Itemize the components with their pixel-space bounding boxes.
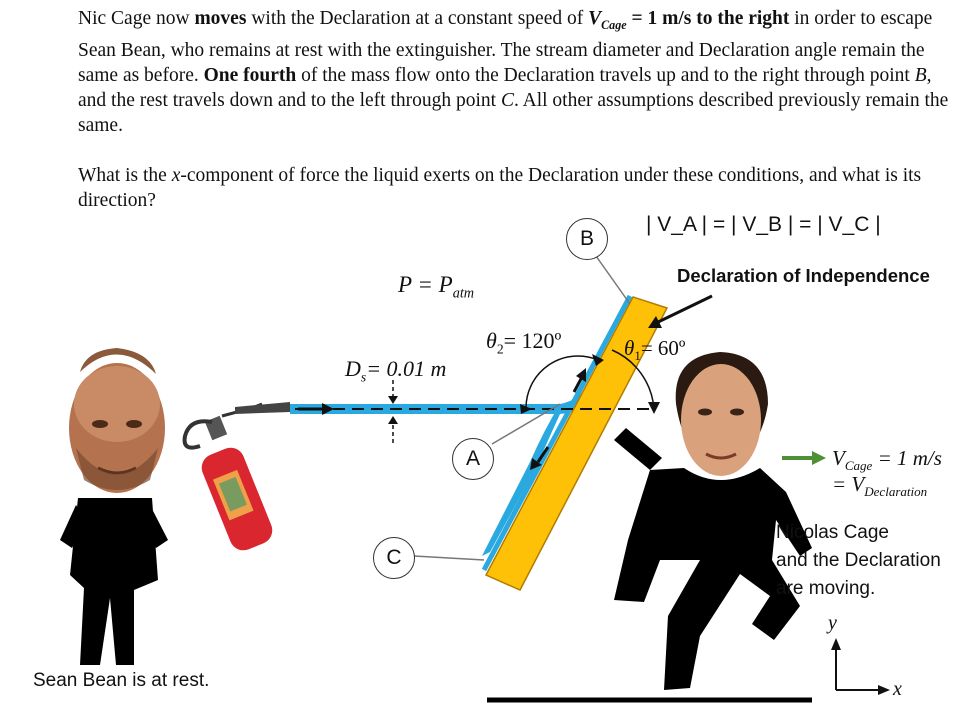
moving-note: Nicolas Cage and the Declaration are mov… xyxy=(776,522,941,599)
text-run: -component of force the liquid exerts on… xyxy=(78,164,922,211)
theta2-arc-arrow xyxy=(520,404,532,414)
problem-text: Nic Cage now moves with the Declaration … xyxy=(78,6,958,213)
problem-paragraph-2: What is the x-component of force the liq… xyxy=(78,163,958,213)
text-run: moves xyxy=(194,8,247,29)
velocity-arrow-head xyxy=(812,451,826,465)
diameter-label: Ds= 0.01 m xyxy=(345,356,447,385)
vcage-label: VCage = 1 m/s xyxy=(832,446,942,474)
text-run: with the Declaration at a constant speed… xyxy=(246,8,589,29)
rest-note: Sean Bean is at rest. xyxy=(33,670,210,691)
text-run: in order to escape Sean Bean, who remain… xyxy=(78,8,933,86)
theta1-arc xyxy=(611,349,655,410)
axis-y-arrow xyxy=(831,638,841,650)
vdeclaration-label: = VDeclaration xyxy=(832,472,928,500)
text-run: What is the xyxy=(78,164,172,186)
text-run: One fourth xyxy=(203,64,297,86)
text-run: = 1 m/s to the right xyxy=(626,8,790,29)
speed-equality-label: | V_A | = | V_B | = | V_C | xyxy=(646,213,881,237)
fire-extinguisher-icon xyxy=(182,402,290,551)
callout-a-line xyxy=(491,403,561,445)
theta1-arc-arrow xyxy=(648,402,660,414)
text-run: , and the rest travels down and to the l… xyxy=(78,64,932,111)
diameter-arrow-bottom xyxy=(388,416,398,424)
theta2-arc-arrow-end xyxy=(592,354,604,366)
speed-equality-text: | V_A | = | V_B | = | V_C | xyxy=(646,213,881,236)
declaration-label: Declaration of Independence xyxy=(677,265,930,286)
text-run: . All other assumptions described previo… xyxy=(78,89,949,136)
point-a-label: A xyxy=(452,438,494,480)
axis-x-arrow xyxy=(878,685,890,695)
sean-bean-figure xyxy=(60,348,168,665)
axis-y-label: y xyxy=(828,612,837,634)
pressure-label: P = Patm xyxy=(398,272,475,302)
flow-arrow-icon xyxy=(298,368,586,470)
problem-paragraph-1: Nic Cage now moves with the Declaration … xyxy=(78,6,958,138)
text-run: x xyxy=(171,164,181,186)
text-run: C xyxy=(500,89,514,111)
declaration-pointer xyxy=(653,294,713,326)
board-stream-edge xyxy=(481,294,633,572)
theta1-label: θ1= 60º xyxy=(624,336,686,364)
axis-x-label: x xyxy=(893,678,902,700)
nicolas-cage-figure xyxy=(614,352,812,690)
point-b-label: B xyxy=(566,218,608,260)
theta2-label: θ2= 120º xyxy=(486,328,562,357)
declaration-pointer-head xyxy=(648,316,662,328)
text-run: Nic Cage now xyxy=(78,8,195,29)
diameter-arrow-top xyxy=(388,396,398,404)
text-run: V xyxy=(588,8,602,29)
callout-c-line xyxy=(413,555,485,561)
declaration-board xyxy=(484,296,669,591)
text-run: of the mass flow onto the Declaration tr… xyxy=(296,64,915,86)
point-c-label: C xyxy=(373,537,415,579)
text-run: Cage xyxy=(601,17,627,32)
text-run: B xyxy=(914,64,927,86)
theta2-arc xyxy=(525,355,599,410)
callout-b-line xyxy=(595,255,631,305)
